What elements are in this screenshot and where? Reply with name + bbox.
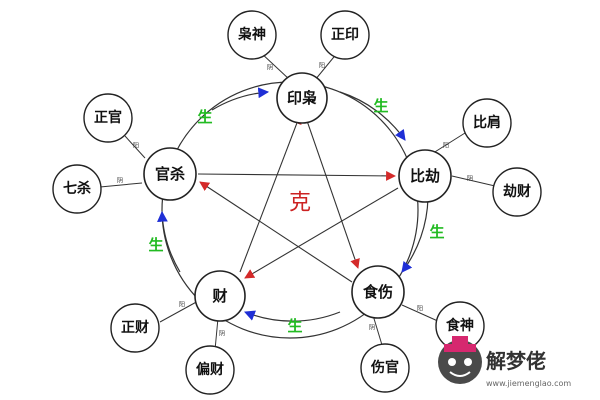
sat-piancai: 偏财 bbox=[185, 345, 235, 395]
watermark-text: 解梦佬 bbox=[486, 349, 546, 373]
node-label: 财 bbox=[212, 287, 227, 305]
sat-label: 枭神 bbox=[237, 26, 266, 43]
ke-label: 克 bbox=[289, 191, 311, 216]
watermark-url: www.jiemenglao.com bbox=[486, 379, 571, 388]
sat-zhengguan: 正官 bbox=[83, 93, 133, 143]
sheng-label: 生 bbox=[148, 236, 163, 254]
node-label: 印枭 bbox=[287, 89, 317, 107]
sat-label: 比肩 bbox=[473, 114, 501, 131]
sat-jiecai: 劫财 bbox=[492, 167, 542, 217]
node-yinxiao: 印枭 bbox=[276, 72, 328, 124]
sheng-arrow-bijie-shishang bbox=[401, 197, 429, 273]
sat-zhengcai: 正财 bbox=[110, 303, 160, 353]
sat-label: 伤官 bbox=[370, 359, 399, 376]
node-label: 官杀 bbox=[155, 165, 185, 183]
sheng-label: 生 bbox=[429, 223, 444, 241]
ke-arrow-shishang-guansha bbox=[199, 181, 353, 283]
sat-qisha: 七杀 bbox=[52, 164, 102, 214]
sheng-arrow-shishang-cai bbox=[243, 310, 341, 322]
polarity-label: 阴 bbox=[219, 330, 225, 338]
polarity-label: 阴 bbox=[117, 177, 123, 185]
sheng-label: 生 bbox=[197, 108, 212, 126]
sat-label: 食神 bbox=[446, 317, 474, 334]
polarity-labels: 阴 阳 阳 阴 阳 阴 阳 阴 阳 阴 bbox=[117, 62, 473, 338]
sat-bijian: 比肩 bbox=[462, 98, 512, 148]
polarity-label: 阳 bbox=[417, 305, 423, 313]
sheng-arrow-yinxiao-bijie bbox=[339, 91, 406, 141]
sat-label: 偏财 bbox=[196, 361, 224, 378]
node-label: 比劫 bbox=[410, 167, 440, 185]
node-guansha: 官杀 bbox=[143, 147, 197, 201]
ke-arrow-bijie-cai bbox=[244, 187, 399, 279]
sat-shishen: 食神 bbox=[435, 301, 485, 351]
watermark: 解梦佬 www.jiemenglao.com bbox=[438, 336, 571, 388]
sheng-label: 生 bbox=[287, 317, 302, 335]
polarity-label: 阴 bbox=[369, 324, 375, 332]
sat-label: 正财 bbox=[121, 319, 149, 336]
polarity-label: 阴 bbox=[267, 64, 273, 72]
sheng-label: 生 bbox=[373, 97, 388, 115]
node-cai: 财 bbox=[194, 270, 246, 322]
ke-arrow-cai-yinxiao bbox=[239, 114, 302, 273]
sat-zhengyin: 正印 bbox=[320, 10, 370, 60]
ke-arrow-yinxiao-shishang bbox=[304, 114, 360, 269]
sat-label: 正印 bbox=[331, 26, 359, 43]
polarity-label: 阴 bbox=[467, 175, 473, 183]
sheng-arrow-cai-guansha bbox=[157, 210, 181, 273]
ke-arrow-guansha-bijie bbox=[197, 170, 396, 181]
sat-xiaoshen: 枭神 bbox=[227, 10, 277, 60]
sheng-arrow-guansha-yinxiao bbox=[211, 87, 270, 111]
sat-label: 正官 bbox=[94, 109, 122, 126]
polarity-label: 阳 bbox=[319, 62, 325, 70]
satellite-connectors bbox=[99, 51, 496, 351]
node-shishang: 食伤 bbox=[351, 265, 405, 319]
node-bijie: 比劫 bbox=[398, 149, 452, 203]
sat-label: 七杀 bbox=[63, 180, 91, 197]
sat-label: 劫财 bbox=[503, 183, 531, 200]
polarity-label: 阳 bbox=[133, 142, 139, 150]
polarity-label: 阳 bbox=[179, 301, 185, 309]
node-label: 食伤 bbox=[363, 283, 393, 301]
sat-shangguan: 伤官 bbox=[360, 343, 410, 393]
polarity-label: 阳 bbox=[443, 142, 449, 150]
